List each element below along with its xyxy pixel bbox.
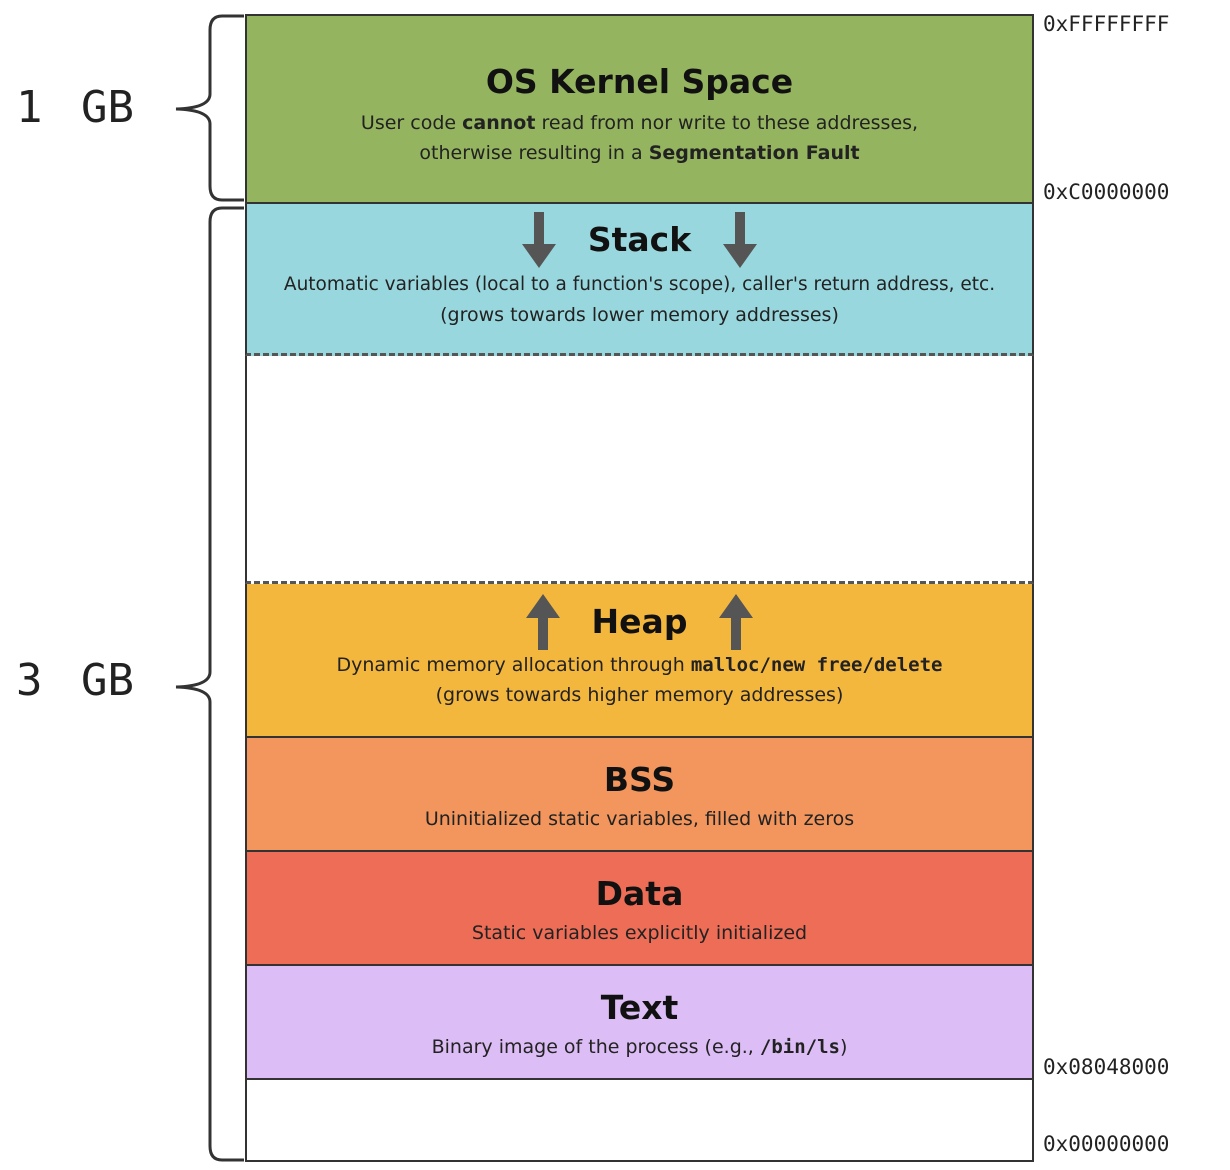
data-title: Data bbox=[595, 874, 684, 913]
size-label-1gb: 1 GB bbox=[16, 82, 134, 133]
text-desc-end: ) bbox=[839, 1036, 848, 1058]
address-kernel-bottom: 0xC0000000 bbox=[1043, 180, 1170, 204]
stack-desc-line-1: Automatic variables (local to a function… bbox=[283, 274, 996, 295]
size-label-3gb: 3 GB bbox=[16, 655, 134, 706]
heap-desc-line-1: Dynamic memory allocation through malloc… bbox=[247, 650, 1032, 680]
heap-desc-code: malloc/new free/delete bbox=[690, 654, 943, 676]
bss-title: BSS bbox=[603, 760, 676, 799]
stack-title: Stack bbox=[587, 220, 692, 259]
address-bottom: 0x00000000 bbox=[1043, 1132, 1170, 1156]
data-segment: Data Static variables explicitly initial… bbox=[245, 852, 1034, 966]
kernel-space-segment: OS Kernel Space User code cannot read fr… bbox=[245, 14, 1034, 204]
text-segment: Text Binary image of the process (e.g., … bbox=[245, 966, 1034, 1080]
heap-desc-text: Dynamic memory allocation through bbox=[336, 654, 691, 676]
kernel-desc-line-1: User code cannot read from nor write to … bbox=[247, 108, 1032, 138]
kernel-desc-end: read from nor write to these addresses, bbox=[535, 112, 919, 134]
unallocated-space bbox=[245, 356, 1034, 584]
stack-desc-line-2: (grows towards lower memory addresses) bbox=[440, 304, 839, 326]
address-text-bottom: 0x08048000 bbox=[1043, 1055, 1170, 1079]
bss-segment: BSS Uninitialized static variables, fill… bbox=[245, 738, 1034, 852]
bss-desc: Uninitialized static variables, filled w… bbox=[424, 808, 855, 830]
kernel-desc-bold: cannot bbox=[462, 112, 536, 134]
up-arrow-icon bbox=[525, 594, 560, 650]
data-desc: Static variables explicitly initialized bbox=[471, 922, 808, 944]
heap-desc-line-2: (grows towards higher memory addresses) bbox=[435, 684, 844, 706]
kernel-desc-2-text: otherwise resulting in a bbox=[419, 142, 649, 164]
stack-title-row: Stack bbox=[247, 212, 1032, 268]
reserved-low-segment bbox=[245, 1080, 1034, 1162]
user-bracket bbox=[175, 206, 244, 1162]
address-top: 0xFFFFFFFF bbox=[1043, 12, 1170, 36]
heap-title: Heap bbox=[591, 602, 688, 641]
up-arrow-icon bbox=[719, 594, 754, 650]
down-arrow-icon bbox=[723, 212, 758, 268]
stack-segment: Stack Automatic variables (local to a fu… bbox=[245, 204, 1034, 356]
down-arrow-icon bbox=[521, 212, 556, 268]
heap-title-row: Heap bbox=[247, 594, 1032, 650]
text-title: Text bbox=[600, 988, 679, 1027]
kernel-title: OS Kernel Space bbox=[485, 62, 794, 101]
kernel-desc-2-bold: Segmentation Fault bbox=[648, 142, 860, 164]
kernel-desc-line-2: otherwise resulting in a Segmentation Fa… bbox=[247, 138, 1032, 168]
kernel-bracket bbox=[175, 14, 244, 202]
kernel-desc-text: User code bbox=[360, 112, 463, 134]
heap-segment: Heap Dynamic memory allocation through m… bbox=[245, 584, 1034, 738]
text-desc-code: /bin/ls bbox=[759, 1036, 840, 1058]
text-desc: Binary image of the process (e.g., /bin/… bbox=[247, 1032, 1032, 1062]
text-desc-text: Binary image of the process (e.g., bbox=[431, 1036, 760, 1058]
